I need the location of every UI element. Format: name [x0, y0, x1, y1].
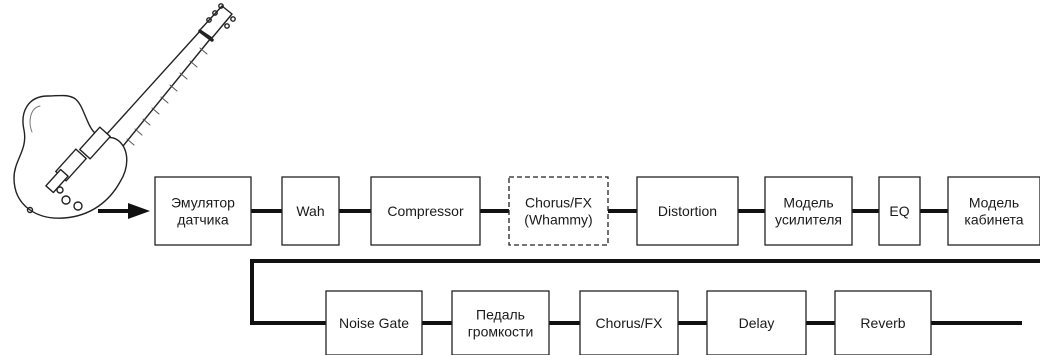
block-frame: [281, 176, 340, 246]
block-frame: [947, 176, 1040, 246]
block-frame: [834, 290, 932, 355]
block-distortion: Distortion: [636, 176, 739, 246]
electric-guitar-icon: [13, 3, 236, 219]
block-eq: EQ: [878, 176, 921, 246]
block-frame: [370, 176, 481, 246]
block-label: Distortion: [658, 203, 717, 219]
block-frame: [325, 290, 423, 355]
block-label: Chorus/FX: [525, 195, 593, 211]
block-label: громкости: [468, 324, 534, 340]
block-label: Noise Gate: [339, 315, 409, 331]
block-compressor: Compressor: [370, 176, 481, 246]
block-frame: [636, 176, 739, 246]
block-delay: Delay: [706, 290, 807, 355]
block-chorus-fx: Chorus/FX: [579, 290, 679, 355]
block-label: EQ: [889, 203, 909, 219]
block-label: (Whammy): [524, 212, 592, 228]
block-wah: Wah: [281, 176, 340, 246]
block-frame: [878, 176, 921, 246]
block-label: Chorus/FX: [596, 315, 664, 331]
block-label: Reverb: [860, 315, 905, 331]
block-frame: [451, 290, 550, 355]
block-frame: [154, 176, 252, 246]
block-label: Compressor: [387, 203, 464, 219]
block-frame: [508, 176, 609, 246]
block-label: Педаль: [476, 307, 525, 323]
return-loop-line: [250, 259, 1040, 325]
block-label: датчика: [177, 212, 229, 228]
block-label: Модель: [783, 195, 833, 211]
block-label: Эмулятор: [171, 195, 235, 211]
block-label: кабинета: [964, 212, 1023, 228]
block-label: Delay: [739, 315, 775, 331]
block-frame: [706, 290, 807, 355]
arrow-right-icon: [128, 203, 150, 219]
signal-connections: [98, 203, 1040, 325]
block-frame: [579, 290, 679, 355]
block-label: Модель: [969, 195, 1019, 211]
block-chorus-fx-whammy: Chorus/FX(Whammy): [508, 176, 609, 246]
block-frame: [764, 176, 853, 246]
block-noise-gate: Noise Gate: [325, 290, 423, 355]
block-label: Wah: [296, 203, 324, 219]
block-reverb: Reverb: [834, 290, 932, 355]
block-label: усилителя: [775, 212, 842, 228]
